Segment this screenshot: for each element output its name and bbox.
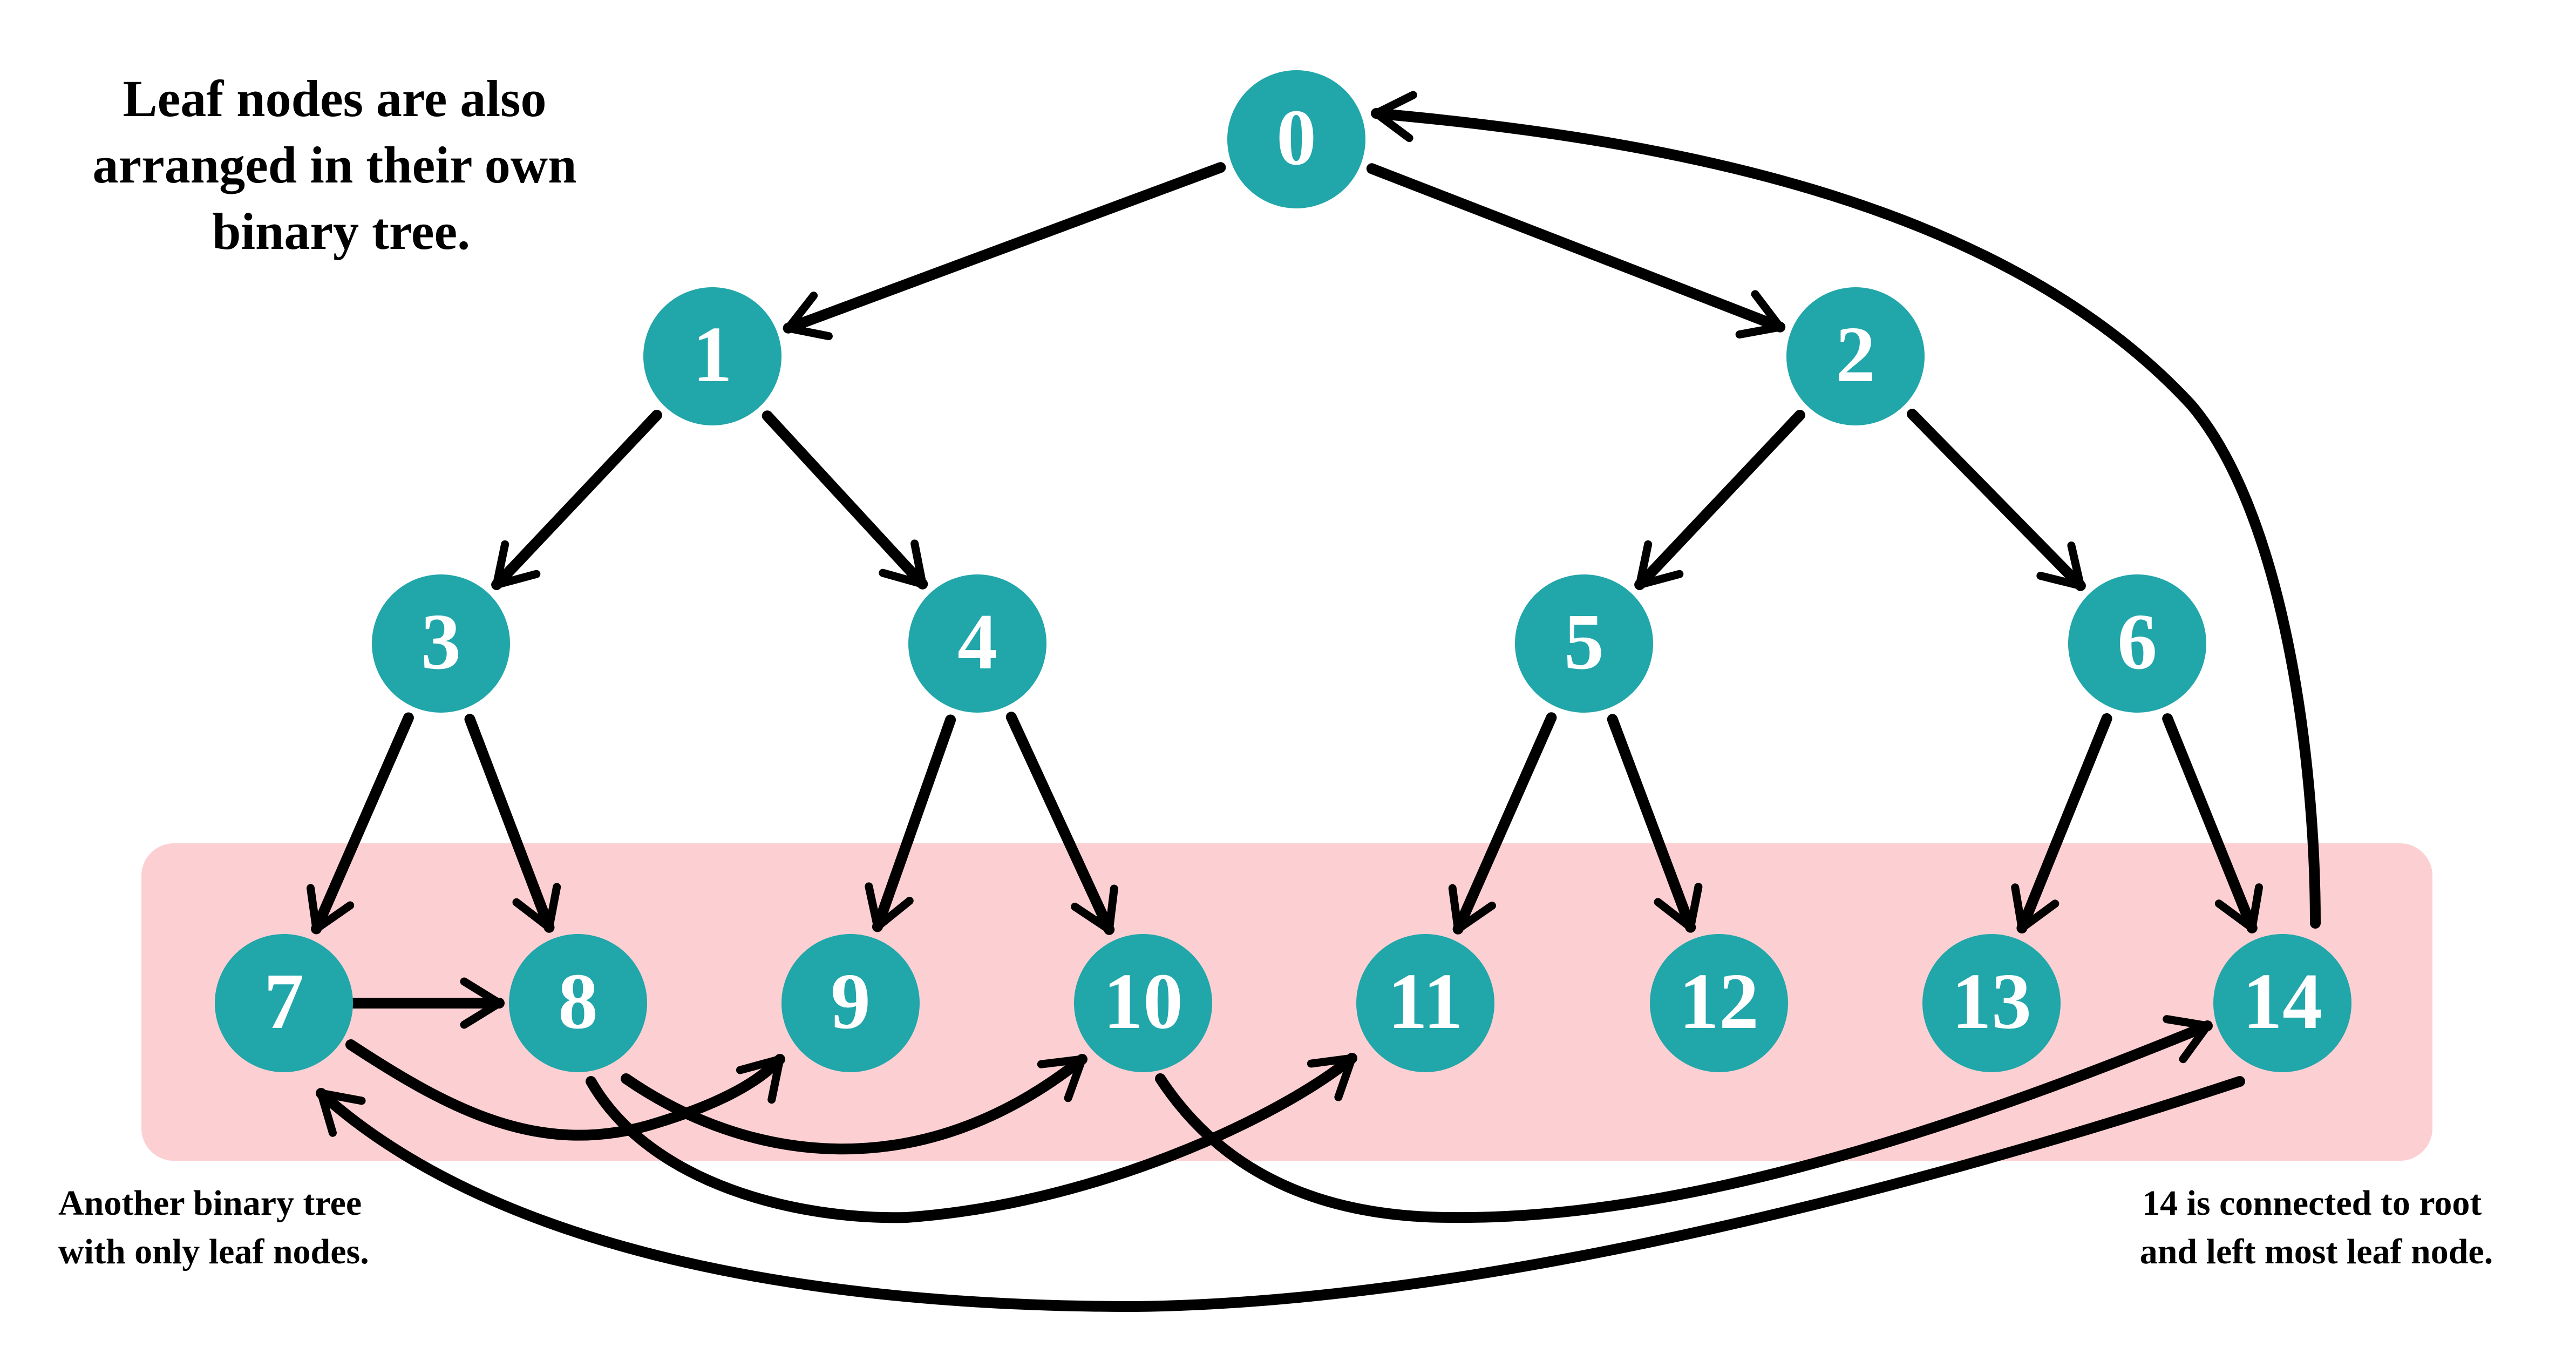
leaf-edge-8-10: [621, 1054, 1088, 1155]
heading-line: binary tree.: [212, 202, 470, 260]
leaf-edge-7-9: [345, 1039, 785, 1141]
leaf-edge-10-14: [1155, 1015, 2213, 1223]
node-circle: [908, 574, 1046, 713]
leaf-tree-note: Another binary tree with only leaf nodes…: [58, 1183, 371, 1271]
node-label: 2: [1836, 310, 1875, 399]
node-label: 12: [1679, 957, 1759, 1046]
node-circle: [215, 934, 353, 1072]
node-4: 4: [908, 574, 1046, 713]
tree-edge-3-7: [306, 712, 414, 935]
tree-edge-6-14: [2162, 713, 2264, 933]
tree-edge-2-5: [1634, 410, 1805, 590]
node-label: 3: [421, 598, 461, 686]
leaf-edges: [316, 91, 2321, 1312]
tree-edges: [306, 162, 2264, 935]
node-circle: [1227, 70, 1365, 208]
node-label: 14: [2242, 957, 2322, 1046]
node-6: 6: [2068, 574, 2206, 713]
root-link-note-line: and left most leaf node.: [2140, 1232, 2493, 1271]
heading-line: arranged in their own: [93, 136, 577, 194]
root-link-note: 14 is connected to root and left most le…: [2140, 1183, 2493, 1271]
node-circle: [1356, 934, 1494, 1072]
tree-edge-1-4: [762, 410, 928, 590]
leaf-nodes-band: [141, 843, 2432, 1161]
leaf-edge-14-0: [1371, 91, 2321, 929]
tree-edge-4-9: [865, 714, 956, 932]
node-circle: [643, 287, 781, 425]
node-13: 13: [1922, 934, 2061, 1072]
node-label: 10: [1103, 957, 1183, 1046]
tree-edge-5-11: [1448, 712, 1557, 935]
tree-edge-4-10: [1005, 712, 1118, 935]
node-circle: [372, 574, 510, 713]
node-circle: [1786, 287, 1925, 425]
node-label: 9: [831, 957, 871, 1046]
node-5: 5: [1515, 574, 1653, 713]
node-circle: [2213, 934, 2351, 1072]
node-11: 11: [1356, 934, 1494, 1072]
node-circle: [2068, 574, 2206, 713]
tree-edge-5-12: [1607, 714, 1703, 933]
node-14: 14: [2213, 934, 2351, 1072]
leaf-edge-14-7: [316, 1076, 2245, 1312]
node-label: 11: [1388, 957, 1463, 1046]
node-circle: [1074, 934, 1212, 1072]
tree-edge-2-6: [1907, 409, 2086, 591]
node-circle: [1515, 574, 1653, 713]
tree-edge-0-1: [783, 162, 1226, 341]
node-circle: [509, 934, 647, 1072]
node-circle: [1922, 934, 2061, 1072]
leaf-edge-8-11: [586, 1053, 1357, 1223]
node-label: 5: [1564, 598, 1604, 686]
node-label: 13: [1952, 957, 2031, 1046]
node-circle: [1650, 934, 1788, 1072]
leaf-tree-note-line: Another binary tree: [58, 1183, 362, 1223]
node-circle: [781, 934, 920, 1072]
node-8: 8: [509, 934, 647, 1072]
node-3: 3: [372, 574, 510, 713]
node-label: 7: [264, 957, 304, 1046]
tree-edge-1-3: [491, 410, 662, 590]
node-label: 6: [2117, 598, 2157, 686]
node-9: 9: [781, 934, 920, 1072]
node-12: 12: [1650, 934, 1788, 1072]
node-0: 0: [1227, 70, 1365, 208]
node-label: 0: [1276, 93, 1316, 182]
node-label: 1: [692, 310, 732, 399]
tree-edge-6-13: [2011, 713, 2112, 933]
tree-edge-0-2: [1366, 163, 1786, 339]
node-7: 7: [215, 934, 353, 1072]
leaf-tree-note-line: with only leaf nodes.: [58, 1232, 369, 1271]
root-link-note-line: 14 is connected to root: [2142, 1183, 2482, 1223]
heading-text: Leaf nodes are also arranged in their ow…: [93, 70, 590, 260]
tree-edge-3-8: [464, 714, 561, 933]
node-2: 2: [1786, 287, 1925, 425]
node-10: 10: [1074, 934, 1212, 1072]
node-1: 1: [643, 287, 781, 425]
node-label: 8: [558, 957, 598, 1046]
heading-line: Leaf nodes are also: [123, 70, 547, 127]
node-label: 4: [957, 598, 997, 686]
